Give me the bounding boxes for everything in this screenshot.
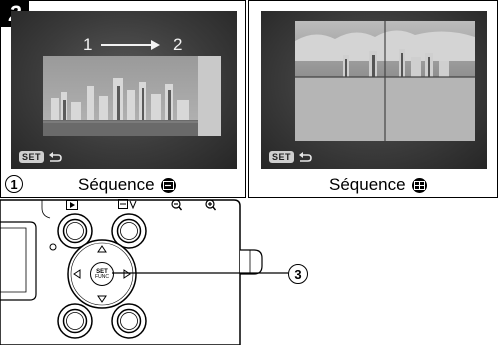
right-caption: Séquence xyxy=(329,175,427,195)
menu-button[interactable] xyxy=(56,302,94,340)
return-arrow-icon xyxy=(49,151,62,162)
right-lcd-screen: SET xyxy=(261,11,487,169)
return-arrow-icon xyxy=(299,151,312,162)
set-button-sub-label: FUNC xyxy=(95,273,109,280)
callout-leader-line xyxy=(112,272,288,274)
left-lcd-screen: 1 2 xyxy=(11,11,237,169)
print-share-button[interactable] xyxy=(110,212,148,250)
left-panel: 2 1 2 xyxy=(0,0,246,198)
print-share-icon xyxy=(118,199,137,210)
left-city-photo xyxy=(43,56,221,136)
callout-number-1: 1 xyxy=(5,175,23,193)
right-split-photo xyxy=(295,21,475,141)
zoom-out-icon xyxy=(171,199,182,211)
dial-right-arrow-icon xyxy=(123,269,131,279)
right-set-badge: SET xyxy=(269,151,295,163)
indicator-lamp xyxy=(49,243,57,251)
right-panel: SET Séquence xyxy=(248,0,498,198)
playback-button[interactable] xyxy=(56,212,94,250)
callout-number-3: 3 xyxy=(288,264,308,284)
camera-body-illustration: SET FUNC 3 xyxy=(0,198,498,346)
left-set-badge: SET xyxy=(19,151,45,163)
left-caption: Séquence xyxy=(78,175,176,195)
left-set-return-label: SET xyxy=(19,151,62,163)
dial-up-arrow-icon xyxy=(97,245,107,253)
left-caption-text: Séquence xyxy=(78,175,155,194)
transition-from-label: 1 xyxy=(83,35,93,54)
right-caption-text: Séquence xyxy=(329,175,406,194)
playback-icon xyxy=(66,200,78,210)
transition-split-icon xyxy=(411,177,427,193)
set-button-label: SET xyxy=(96,268,108,275)
transition-arrow-icon xyxy=(101,40,160,50)
transition-slide-icon xyxy=(160,177,176,193)
zoom-in-icon xyxy=(205,199,216,211)
right-set-return-label: SET xyxy=(269,151,312,163)
dial-down-arrow-icon xyxy=(97,295,107,303)
set-func-button[interactable]: SET FUNC xyxy=(90,262,114,286)
dial-left-arrow-icon xyxy=(73,269,81,279)
transition-to-label: 2 xyxy=(173,35,183,54)
display-button[interactable] xyxy=(110,302,148,340)
